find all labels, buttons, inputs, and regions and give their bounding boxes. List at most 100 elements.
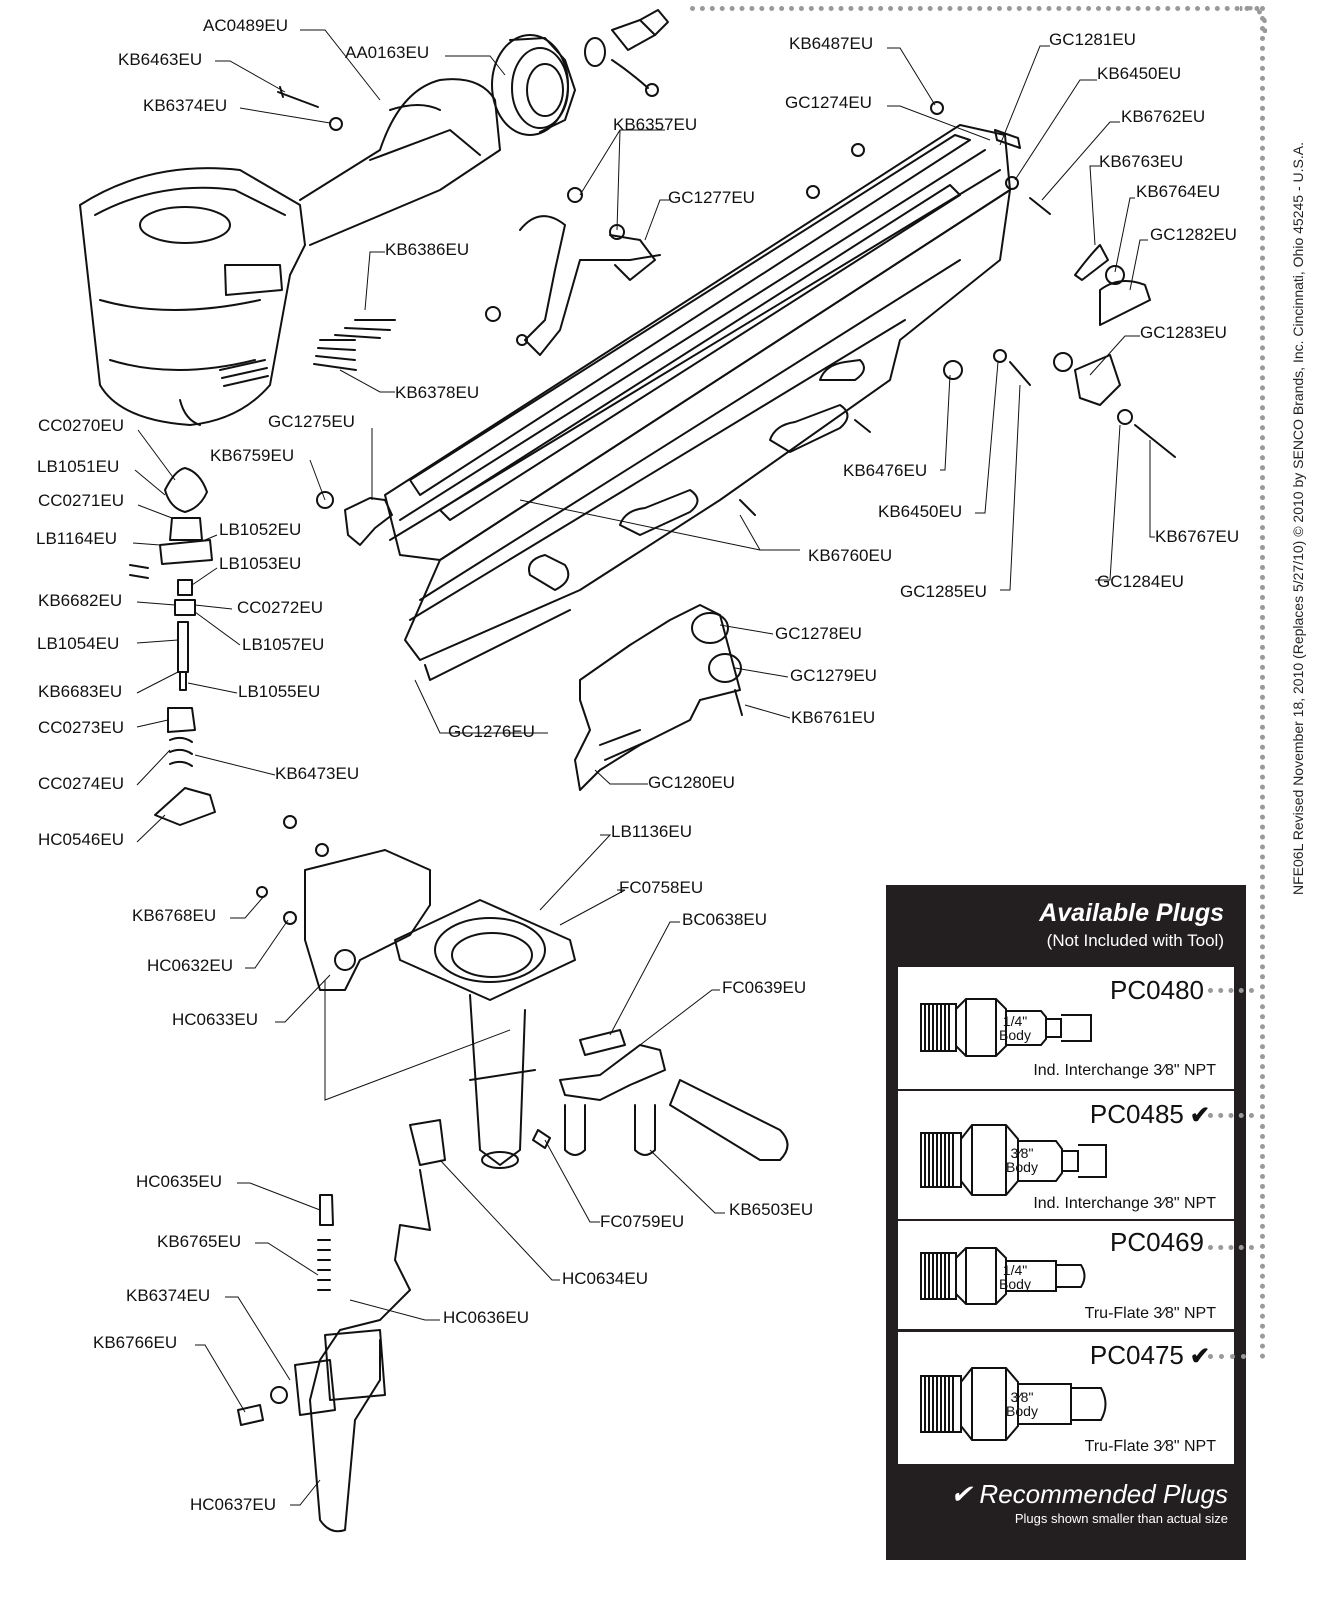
part-label-kb6763: KB6763EU xyxy=(1099,152,1184,171)
part-label-kb6374-top: KB6374EU xyxy=(143,96,228,115)
plug-code: PC0485 xyxy=(1089,1099,1184,1129)
part-label-gc1283: GC1283EU xyxy=(1140,323,1227,342)
part-label-gc1275: GC1275EU xyxy=(268,412,355,431)
part-label-kb6764: KB6764EU xyxy=(1136,182,1221,201)
part-label-kb6357: KB6357EU xyxy=(613,115,698,134)
plug-body-word: Body xyxy=(1006,1403,1038,1419)
part-label-hc0634: HC0634EU xyxy=(562,1269,648,1288)
valve-stack xyxy=(129,467,216,826)
part-label-kb6450-top: KB6450EU xyxy=(1097,64,1182,83)
part-label-hc0636: HC0636EU xyxy=(443,1308,529,1327)
part-label-bc0638: BC0638EU xyxy=(682,910,768,929)
revision-note: NFE06L Revised November 18, 2010 (Replac… xyxy=(1290,142,1306,895)
part-label-cc0271: CC0271EU xyxy=(38,491,124,510)
part-label-fc0759: FC0759EU xyxy=(600,1212,685,1231)
dotted-frame-top xyxy=(690,6,1260,11)
part-label-kb6766: KB6766EU xyxy=(93,1333,178,1352)
part-label-kb6759: KB6759EU xyxy=(210,446,295,465)
part-label-hc0633: HC0633EU xyxy=(172,1010,258,1029)
plug-code: PC0475 xyxy=(1089,1340,1184,1370)
part-label-gc1285: GC1285EU xyxy=(900,582,987,601)
part-label-aa0163: AA0163EU xyxy=(345,43,430,62)
part-label-kb6761: KB6761EU xyxy=(791,708,876,727)
part-label-hc0635: HC0635EU xyxy=(136,1172,222,1191)
part-label-kb6683: KB6683EU xyxy=(38,682,123,701)
plugs-title: Available Plugs xyxy=(1039,899,1224,927)
plug-drawing xyxy=(920,1124,1107,1196)
part-label-kb6378: KB6378EU xyxy=(395,383,480,402)
plug-body-word: Body xyxy=(999,1276,1031,1292)
plug-card: PC0485✔ 3⁄8" Body Ind. Interchange 3⁄8" … xyxy=(898,1091,1234,1219)
part-label-fc0758: FC0758EU xyxy=(619,878,704,897)
plug-body-word: Body xyxy=(1006,1159,1038,1175)
part-label-kb6503: KB6503EU xyxy=(729,1200,814,1219)
recommended-check-icon: ✔ xyxy=(1189,1343,1210,1370)
part-label-gc1277: GC1277EU xyxy=(668,188,755,207)
nose-assembly xyxy=(256,815,576,1169)
part-label-gc1278: GC1278EU xyxy=(775,624,862,643)
plug-description: Tru-Flate 3⁄8" NPT xyxy=(1084,1438,1216,1455)
plug-code: PC0480 xyxy=(1110,975,1204,1005)
part-label-gc1276: GC1276EU xyxy=(448,722,535,741)
part-label-hc0632: HC0632EU xyxy=(147,956,233,975)
cylinder-cap-housing xyxy=(79,167,306,426)
part-label-kb6760: KB6760EU xyxy=(808,546,893,565)
part-label-cc0274: CC0274EU xyxy=(38,774,124,793)
magazine xyxy=(384,124,1011,681)
contact-trip xyxy=(237,1119,446,1533)
bracket xyxy=(519,215,661,356)
recommended-check-icon: ✔ xyxy=(1189,1102,1210,1129)
plug-connector-dots xyxy=(1208,1245,1254,1250)
part-label-lb1052: LB1052EU xyxy=(219,520,302,539)
part-label-lb1053: LB1053EU xyxy=(219,554,302,573)
part-label-lb1057: LB1057EU xyxy=(242,635,325,654)
plug-connector-dots xyxy=(1208,1354,1246,1359)
part-label-kb6768: KB6768EU xyxy=(132,906,217,925)
plug-drawing xyxy=(920,1247,1086,1305)
part-label-lb1054: LB1054EU xyxy=(37,634,120,653)
plug-body-size: 1/4" xyxy=(1002,1013,1028,1029)
available-plugs-panel: Available Plugs (Not Included with Tool)… xyxy=(886,885,1254,1560)
part-label-fc0639: FC0639EU xyxy=(722,978,807,997)
handle xyxy=(299,78,501,246)
part-label-kb6487: KB6487EU xyxy=(789,34,874,53)
plug-description: Ind. Interchange 3⁄8" NPT xyxy=(1033,1062,1216,1079)
part-label-cc0270: CC0270EU xyxy=(38,416,124,435)
part-label-lb1164: LB1164EU xyxy=(36,529,117,548)
part-label-lb1055: LB1055EU xyxy=(238,682,321,701)
part-label-kb6463: KB6463EU xyxy=(118,50,203,69)
part-label-cc0272: CC0272EU xyxy=(237,598,323,617)
part-label-cc0273: CC0273EU xyxy=(38,718,124,737)
feed-pawl xyxy=(574,604,743,791)
part-label-ac0489: AC0489EU xyxy=(203,16,289,35)
plug-description: Ind. Interchange 3⁄8" NPT xyxy=(1033,1195,1216,1212)
end-cap xyxy=(491,34,576,136)
part-label-lb1136: LB1136EU xyxy=(611,822,692,841)
part-label-kb6374-bottom: KB6374EU xyxy=(126,1286,211,1305)
part-label-gc1284: GC1284EU xyxy=(1097,572,1184,591)
plug-card: PC0480 1/4" Body Ind. Interchange 3⁄8" N… xyxy=(898,967,1234,1089)
part-label-kb6386: KB6386EU xyxy=(385,240,470,259)
recommended-plugs-title: ✔ Recommended Plugs xyxy=(950,1479,1228,1509)
part-label-gc1281: GC1281EU xyxy=(1049,30,1136,49)
plug-card: PC0469 1/4" Body Tru-Flate 3⁄8" NPT xyxy=(898,1221,1234,1329)
part-label-kb6765: KB6765EU xyxy=(157,1232,242,1251)
part-label-kb6476: KB6476EU xyxy=(843,461,928,480)
part-label-hc0637: HC0637EU xyxy=(190,1495,276,1514)
plug-code: PC0469 xyxy=(1110,1227,1204,1257)
plug-card: PC0475✔ 3⁄8" Body Tru-Flate 3⁄8" NPT xyxy=(898,1332,1234,1464)
part-label-kb6762: KB6762EU xyxy=(1121,107,1206,126)
part-label-kb6682: KB6682EU xyxy=(38,591,123,610)
part-label-kb6450-mid: KB6450EU xyxy=(878,502,963,521)
part-label-gc1279: GC1279EU xyxy=(790,666,877,685)
part-label-hc0546: HC0546EU xyxy=(38,830,124,849)
part-label-kb6473: KB6473EU xyxy=(275,764,360,783)
part-label-lb1051: LB1051EU xyxy=(37,457,120,476)
plug-connector-dots xyxy=(1208,1113,1254,1118)
plugs-size-note: Plugs shown smaller than actual size xyxy=(1014,1511,1228,1526)
plug-body-size: 3⁄8" xyxy=(1010,1389,1034,1405)
part-label-gc1282: GC1282EU xyxy=(1150,225,1237,244)
plug-drawing xyxy=(920,1367,1107,1441)
plug-body-size: 1/4" xyxy=(1002,1262,1028,1278)
